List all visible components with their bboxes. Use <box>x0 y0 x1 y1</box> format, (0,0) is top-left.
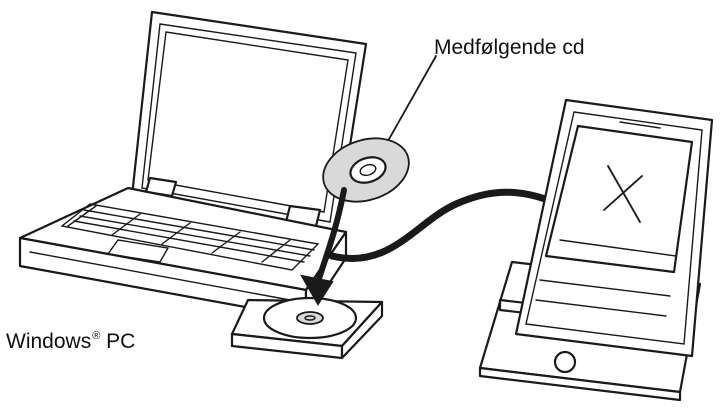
cd-disc-icon <box>322 55 437 203</box>
cable-icon <box>328 188 552 262</box>
arrow-icon <box>300 187 347 306</box>
pc-label-suffix: PC <box>100 330 136 353</box>
pc-label: Windows® PC <box>6 330 135 354</box>
registered-mark: ® <box>92 330 101 342</box>
disc-tray-icon <box>230 296 384 360</box>
pc-label-name: Windows <box>6 330 92 353</box>
laptop-icon <box>18 10 368 320</box>
handheld-device-icon <box>514 98 714 358</box>
cd-label: Medfølgende cd <box>434 36 585 59</box>
